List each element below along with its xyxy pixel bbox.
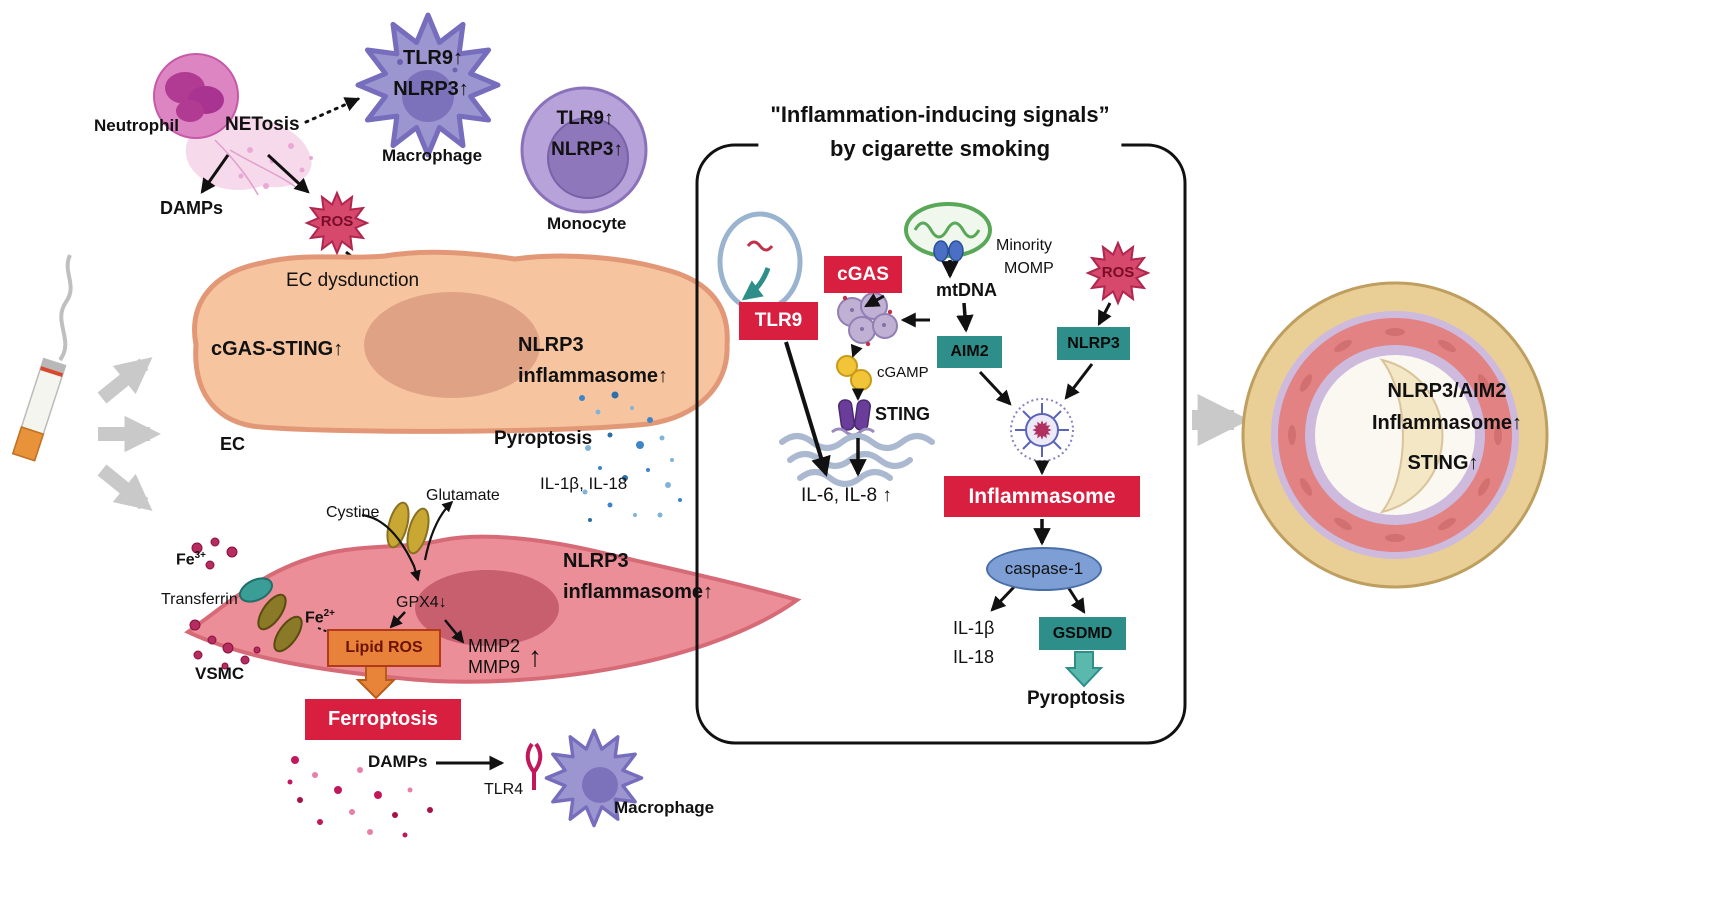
glutamate-label: Glutamate — [426, 487, 500, 504]
fe2-label: Fe2+ — [305, 608, 335, 627]
ec-cell-shape — [192, 249, 730, 434]
tlr9-box: TLR9 — [739, 302, 818, 340]
sting-label: STING — [875, 404, 931, 424]
cigarette-icon — [11, 357, 67, 462]
macrophage-label-bottom: Macrophage — [614, 798, 715, 817]
mmp2-label: MMP2 — [468, 636, 521, 656]
nucleosome-dna-icon — [837, 292, 898, 347]
artery-nlrp3-aim2-label: NLRP3/AIM2 — [1387, 380, 1507, 402]
gsdmd-box: GSDMD — [1039, 617, 1126, 650]
vsmc-inflammasome-line: inflammasome↑ — [563, 581, 714, 603]
monocyte-tlr9-label: TLR9↑ — [556, 108, 614, 129]
tlr4-receptor-icon — [525, 742, 543, 790]
inflammasome-box: Inflammasome — [944, 476, 1140, 517]
gsdmd-pyroptosis-arrow — [1064, 651, 1104, 688]
fe2-base: Fe — [305, 609, 324, 627]
macrophage-cell-bottom — [544, 728, 644, 828]
ec-cgas-sting-label: cGAS-STING↑ — [211, 338, 344, 360]
vsmc-nlrp3-inflammasome-label: NLRP3 inflammasome↑ — [563, 546, 713, 608]
caspase1-ellipse: caspase-1 — [986, 547, 1102, 591]
cgamp-icon — [836, 355, 872, 391]
ferroptosis-box: Ferroptosis — [305, 699, 461, 740]
sting-icon — [831, 399, 875, 437]
fe2-sup: 2+ — [323, 608, 335, 619]
panel-title-line2: by cigarette smoking — [829, 136, 1051, 162]
tlr9-endosome-icon — [717, 211, 803, 313]
ros-label-left: ROS — [320, 213, 354, 230]
cigarette-smoke-icon — [58, 254, 73, 362]
macrophage-cell-top — [358, 15, 498, 155]
mmp9-label: MMP9 — [468, 657, 521, 677]
monocyte-label: Monocyte — [547, 214, 627, 233]
aim2-box: AIM2 — [937, 336, 1002, 368]
pyroptosis-label-panel: Pyroptosis — [1027, 688, 1126, 709]
ec-nlrp3-line: NLRP3 — [518, 334, 584, 356]
mitochondria-icon — [904, 202, 992, 262]
inflammasome-complex-icon — [1010, 398, 1074, 462]
il1b-il18-label: IL-1β IL-18 — [953, 614, 994, 672]
nlrp3-box: NLRP3 — [1057, 327, 1130, 360]
monocyte-cell — [520, 86, 648, 214]
mtdna-label: mtDNA — [936, 280, 997, 300]
vsmc-label: VSMC — [195, 664, 245, 683]
panel-title: "Inflammation-inducing signals” by cigar… — [758, 96, 1122, 169]
minority-momp-label: Minority MOMP — [996, 234, 1054, 280]
macrophage-tlr9-label: TLR9↑ — [403, 47, 463, 69]
ec-label: EC — [220, 434, 246, 454]
il6-il8-label: IL-6, IL-8 ↑ — [801, 485, 892, 506]
antiporter-flux-arrows — [361, 500, 454, 582]
ec-nlrp3-inflammasome-label: NLRP3 inflammasome↑ — [518, 330, 668, 392]
tlr4-label: TLR4 — [484, 781, 524, 798]
pyroptosis-debris-dots — [579, 391, 682, 522]
fe3-sup: 3+ — [194, 550, 206, 561]
transferrin-label: Transferrin — [161, 591, 238, 608]
lipid-ros-box: Lipid ROS — [327, 629, 441, 667]
macrophage-nlrp3-label: NLRP3↑ — [393, 78, 469, 100]
minority-line: Minority — [996, 237, 1053, 254]
fe3-base: Fe — [176, 551, 195, 569]
cystine-label: Cystine — [326, 504, 380, 521]
netosis-label: NETosis — [225, 114, 300, 135]
il1b-line: IL-1β — [953, 618, 995, 638]
ec-pyroptosis-label: Pyroptosis — [494, 428, 593, 449]
cgas-box: cGAS — [824, 256, 902, 293]
momp-line: MOMP — [1004, 260, 1054, 278]
damps-label-top: DAMPs — [160, 198, 224, 218]
vsmc-nlrp3-line: NLRP3 — [563, 550, 629, 572]
il18-line: IL-18 — [953, 646, 995, 667]
panel-title-line1: "Inflammation-inducing signals” — [770, 102, 1110, 127]
ferroptosis-debris-dots — [287, 756, 433, 838]
gpx4-mmp-arrows — [389, 611, 465, 644]
macrophage-label-top: Macrophage — [382, 146, 483, 165]
transferrin-receptor-icon — [239, 577, 303, 653]
monocyte-nlrp3-label: NLRP3↑ — [551, 139, 623, 160]
panel-arrows — [784, 260, 1112, 614]
ec-inflammasome-line: inflammasome↑ — [518, 365, 669, 387]
neutrophil-label: Neutrophil — [94, 116, 179, 135]
ros-label-panel: ROS — [1101, 264, 1135, 281]
ec-dysfunction-label: EC dysdunction — [286, 270, 420, 291]
cgamp-label: cGAMP — [877, 364, 929, 381]
fe3-label: Fe3+ — [176, 550, 206, 569]
cystine-glutamate-antiporter-icon — [386, 501, 430, 555]
mmp-label-group: MMP2 MMP9 ↑ — [468, 636, 542, 678]
artery-cross-section — [1241, 281, 1549, 589]
iron-dots — [189, 537, 261, 670]
damps-label-bottom: DAMPs — [368, 752, 428, 771]
smoke-effect-arrows — [97, 357, 161, 511]
gpx4-label: GPX4↓ — [396, 594, 447, 611]
ec-cytokines-label: IL-1β, IL-18 — [540, 474, 628, 493]
artery-inflammasome-label: Inflammasome↑ — [1371, 412, 1523, 434]
mmp-up-arrow: ↑ — [528, 641, 543, 672]
artery-sting-label: STING↑ — [1407, 452, 1479, 474]
